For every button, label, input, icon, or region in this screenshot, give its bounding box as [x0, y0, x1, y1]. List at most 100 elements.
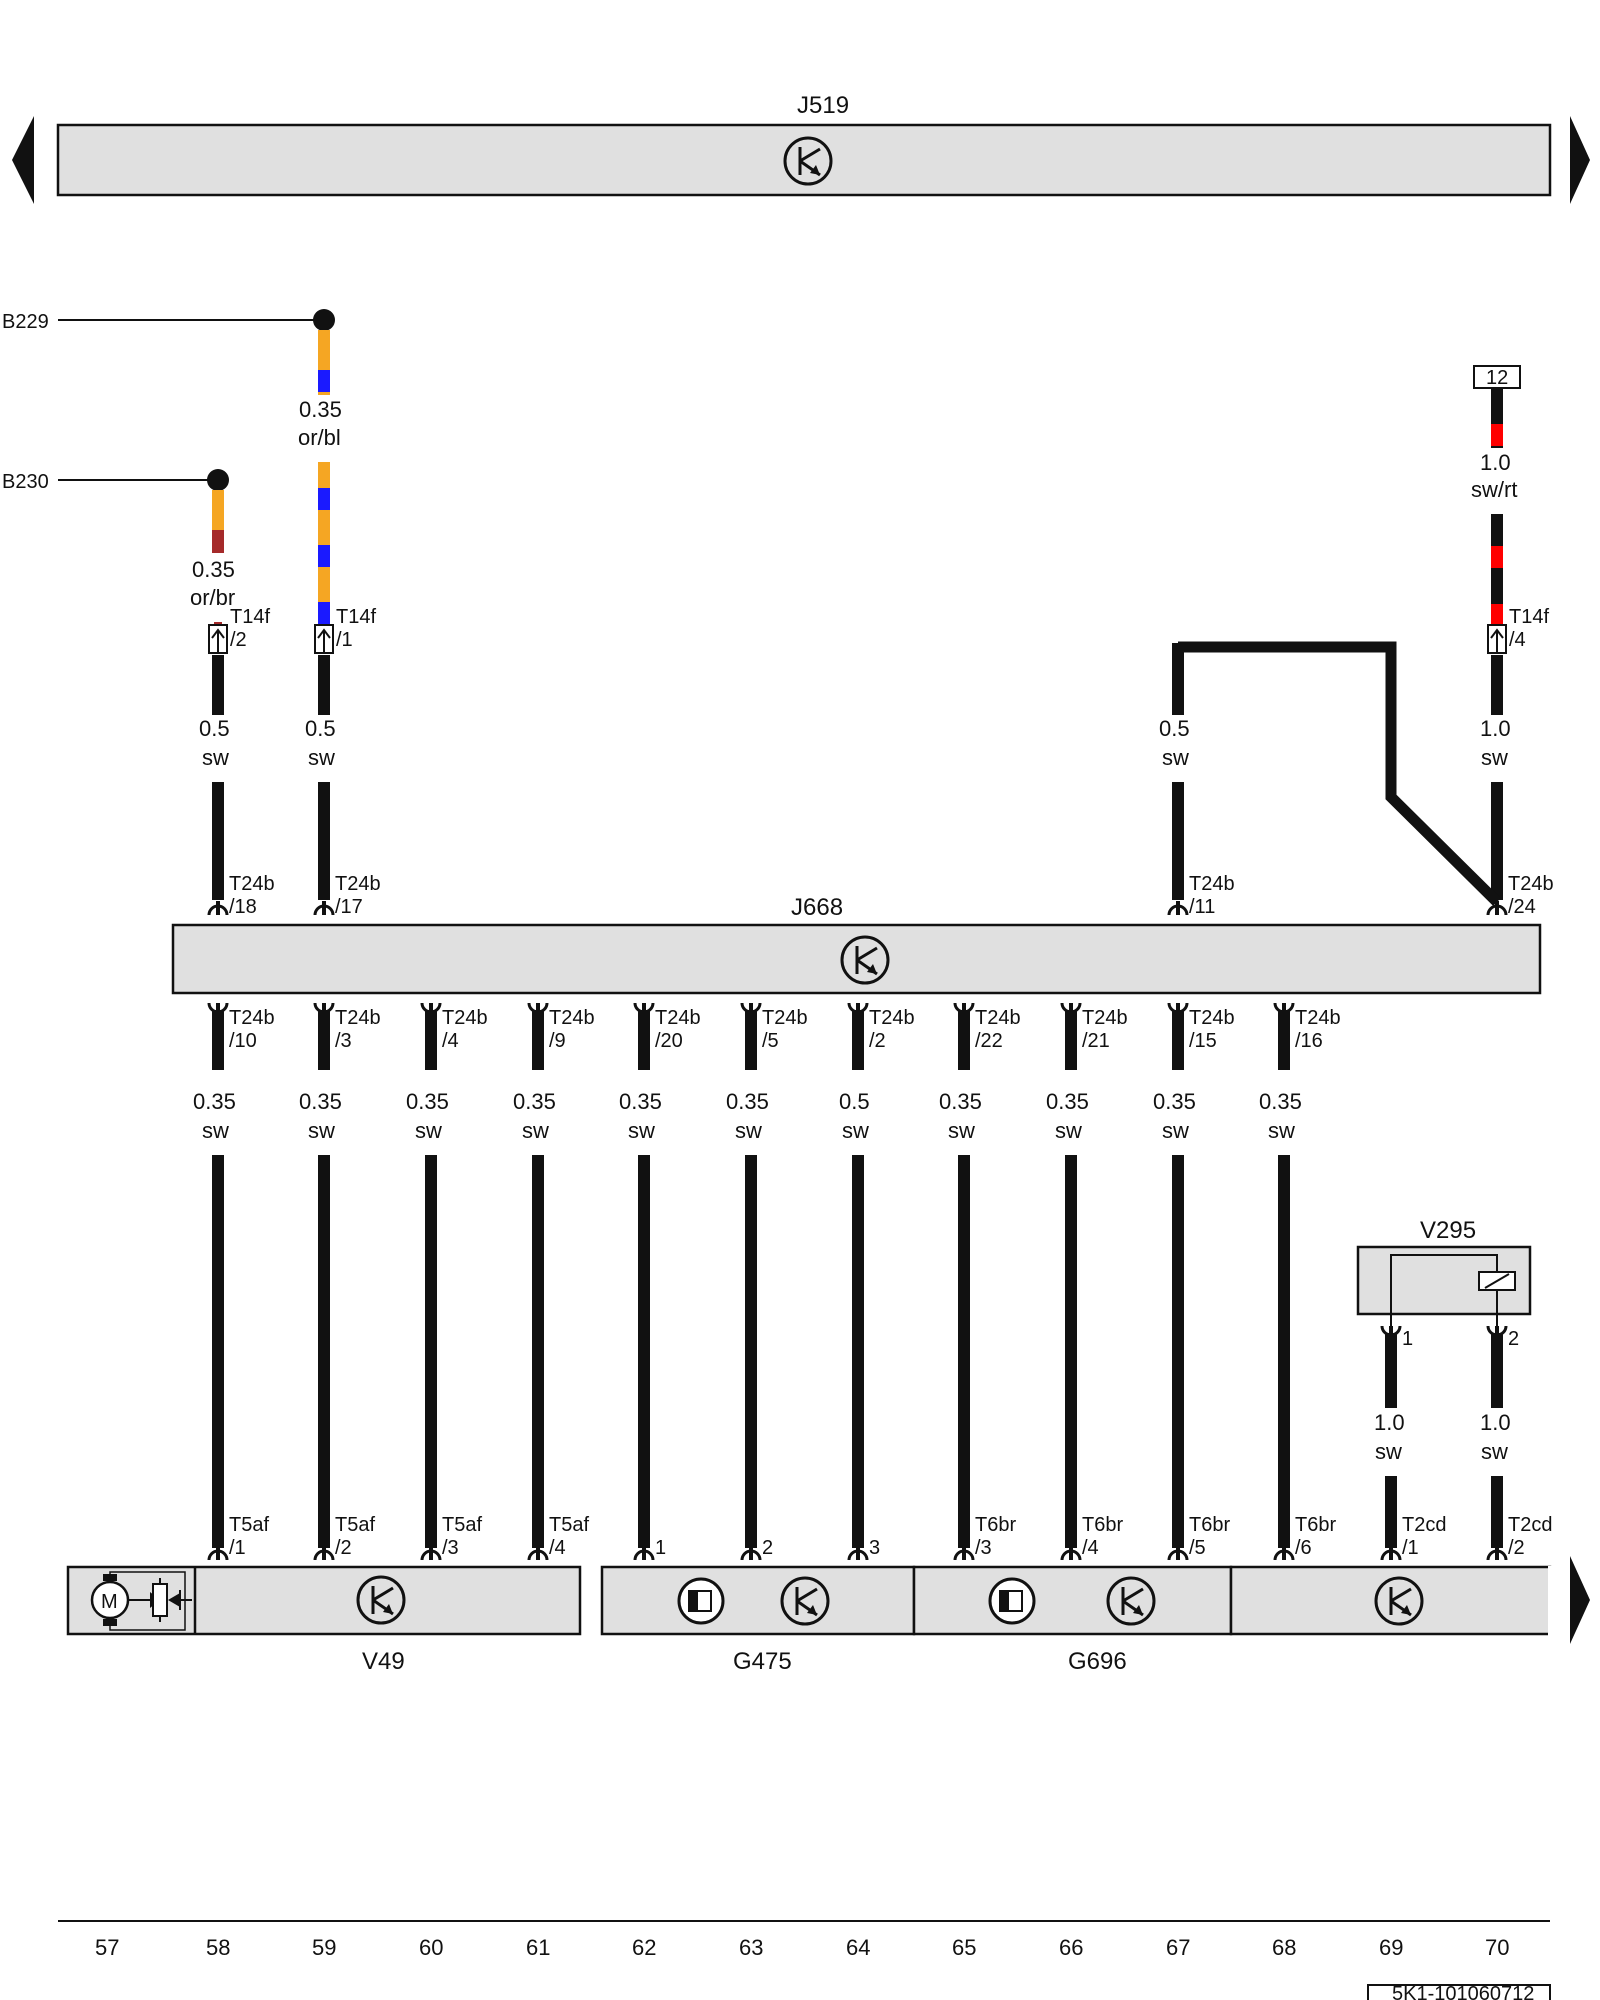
wire-color: sw — [308, 745, 335, 770]
pin-number: /1 — [1402, 1537, 1419, 1559]
pin-number: /2 — [1508, 1537, 1525, 1559]
j668-module[interactable]: J668 — [171, 894, 1542, 995]
wire-segment[interactable] — [425, 1155, 437, 1548]
pin-name: T24b — [975, 1007, 1021, 1029]
wire-segment[interactable] — [425, 1010, 437, 1070]
fuse-12[interactable]: 12 — [1473, 365, 1521, 389]
pin-marker — [207, 901, 229, 916]
pin-number: /3 — [975, 1537, 992, 1559]
wire-segment[interactable] — [1065, 1010, 1077, 1070]
j519-module[interactable]: J519 — [12, 92, 1590, 204]
pin-name: T24b — [229, 873, 275, 895]
pin-marker — [1167, 1546, 1189, 1561]
control-unit-icon — [1374, 1576, 1424, 1626]
wire-or-bl[interactable] — [318, 330, 330, 630]
v49-module[interactable]: M V49 — [66, 1565, 582, 1675]
pin-number: 2 — [1508, 1328, 1519, 1350]
pin-marker — [313, 901, 335, 916]
wire-segment[interactable] — [852, 1155, 864, 1548]
pin-number: /5 — [1189, 1537, 1206, 1559]
wire-color: sw — [1268, 1118, 1295, 1143]
column-number: 69 — [1379, 1935, 1403, 1960]
wire-color: sw — [735, 1118, 762, 1143]
pin-name: T24b — [1295, 1007, 1341, 1029]
control-unit-icon — [356, 1575, 406, 1625]
wire-size: 0.35 — [1046, 1089, 1089, 1114]
pin-name: T24b — [869, 1007, 915, 1029]
wire-segment[interactable] — [745, 1010, 757, 1070]
v295-relay[interactable]: V295 — [1356, 1217, 1532, 1326]
v49-label: V49 — [362, 1648, 405, 1675]
wire-color: sw — [948, 1118, 975, 1143]
pin-marker — [953, 1546, 975, 1561]
pin-number: /4 — [1082, 1537, 1099, 1559]
pin-number: /22 — [975, 1030, 1003, 1052]
right-module[interactable] — [1229, 1556, 1590, 1644]
pin-number: /9 — [549, 1030, 566, 1052]
pin-number: /1 — [229, 1537, 246, 1559]
continue-left-arrow-icon — [12, 116, 34, 204]
top-wire-labels: 0.35 or/br 0.35 or/bl 1.0 sw/rt — [190, 397, 1517, 610]
wire-segment[interactable] — [212, 1010, 224, 1070]
pin-number: /4 — [442, 1030, 459, 1052]
wire-size: 0.35 — [192, 557, 235, 582]
wire-segment[interactable] — [318, 1155, 330, 1548]
pin-number: /24 — [1508, 896, 1536, 918]
pin-number: /2 — [335, 1537, 352, 1559]
pin-name: T6br — [1082, 1514, 1123, 1536]
b230-ref: B230 — [2, 471, 49, 493]
pin-number: /11 — [1189, 896, 1215, 918]
wire-segment[interactable] — [638, 1010, 650, 1070]
wire-color: sw — [1375, 1439, 1402, 1464]
wire-size: 0.35 — [726, 1089, 769, 1114]
t14f-connectors: T14f /2 T14f /1 T14f /4 — [208, 606, 1549, 654]
wire-segment[interactable] — [318, 1010, 330, 1070]
wire-segment[interactable] — [1491, 1476, 1503, 1548]
wire-segment[interactable] — [958, 1010, 970, 1070]
pin-number: /3 — [442, 1537, 459, 1559]
wire-color: sw — [1481, 1439, 1508, 1464]
j668-label: J668 — [791, 894, 843, 921]
pin-name: T24b — [229, 1007, 275, 1029]
wire-segment[interactable] — [1172, 1155, 1184, 1548]
wire-segment[interactable] — [745, 1155, 757, 1548]
pin-name: T5af — [442, 1514, 482, 1536]
j668-bottom-pins: T24b/100.35swT24b/30.35swT24b/40.35swT24… — [193, 1002, 1341, 1548]
g696-sensor[interactable]: G696 — [912, 1565, 1233, 1675]
wire-segment[interactable] — [958, 1155, 970, 1548]
pin-number: /5 — [762, 1030, 779, 1052]
pin-number: /10 — [229, 1030, 257, 1052]
wire-or-br[interactable] — [212, 490, 224, 632]
connector-name: T14f — [1509, 606, 1549, 628]
fuse-label: 12 — [1486, 367, 1508, 389]
wire-segment[interactable] — [1172, 1010, 1184, 1070]
wire-color: sw — [628, 1118, 655, 1143]
wire-segment[interactable] — [532, 1155, 544, 1548]
wire-segment[interactable] — [638, 1155, 650, 1548]
wire-segment[interactable] — [1385, 1333, 1397, 1408]
wire-segment[interactable] — [532, 1010, 544, 1070]
wire-segment[interactable] — [852, 1010, 864, 1070]
mid-wires[interactable] — [212, 641, 1503, 906]
wire-size: 0.35 — [299, 1089, 342, 1114]
wire-color: sw — [1055, 1118, 1082, 1143]
wire-segment[interactable] — [1385, 1476, 1397, 1548]
g475-sensor[interactable]: G475 — [600, 1565, 916, 1675]
wire-color: sw — [842, 1118, 869, 1143]
wire-segment[interactable] — [212, 1155, 224, 1548]
pin-marker — [313, 1546, 335, 1561]
wire-color: sw — [1162, 745, 1189, 770]
wire-segment[interactable] — [1065, 1155, 1077, 1548]
wire-size: 1.0 — [1480, 450, 1511, 475]
wire-size: 1.0 — [1374, 1410, 1405, 1435]
column-number: 57 — [95, 1935, 119, 1960]
wire-color: or/bl — [298, 425, 341, 450]
wire-segment[interactable] — [1278, 1010, 1290, 1070]
wire-segment[interactable] — [1491, 1333, 1503, 1408]
wire-sw-rt[interactable] — [1491, 388, 1503, 630]
wire-segment[interactable] — [1278, 1155, 1290, 1548]
connector-pin: /4 — [1509, 629, 1526, 651]
wire-size: 0.5 — [199, 716, 230, 741]
